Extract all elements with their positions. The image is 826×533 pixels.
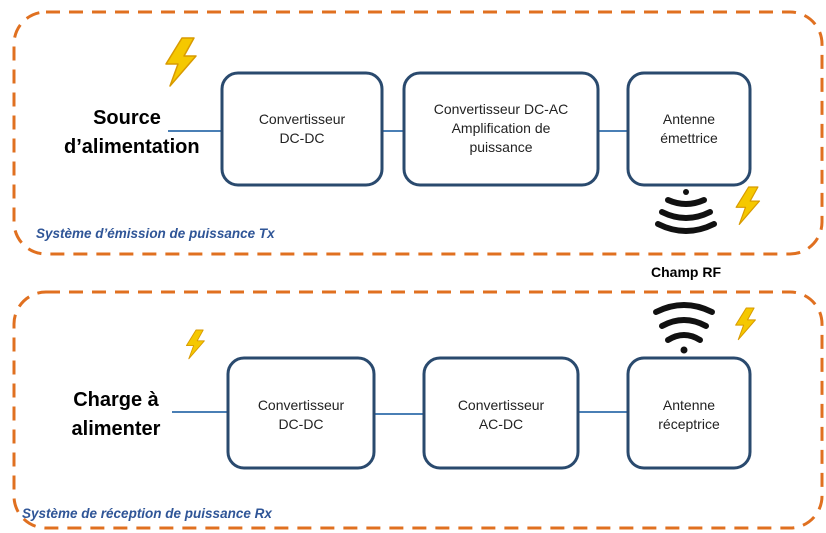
tx-system-label: Système d’émission de puissance Tx: [36, 226, 275, 241]
lightning-bolt-icon: [735, 307, 756, 341]
rx-box-antenna-label: Antenne réceptrice: [658, 397, 720, 432]
rf-field-label: Champ RF: [651, 264, 721, 280]
rx-box-ac-dc-label: Convertisseur AC-DC: [457, 397, 545, 432]
rx-box-dc-dc-label: Convertisseur DC-DC: [257, 397, 345, 432]
rx-box-antenna: [626, 356, 752, 470]
rx-system-label: Système de réception de puissance Rx: [22, 506, 272, 521]
tx-system-frame: [12, 10, 824, 256]
tx-source-label: Source d’alimentation: [64, 107, 200, 158]
tx-box-dc-ac-label: Convertisseur DC-AC Amplification de pui…: [433, 101, 569, 155]
radio-wave-icon: [653, 302, 715, 354]
rx-load-label: Charge à alimenter: [71, 389, 161, 440]
rx-system-frame: [12, 290, 824, 530]
tx-box-dc-dc-label: Convertisseur DC-DC: [258, 111, 346, 146]
tx-box-antenna-label: Antenne émettrice: [660, 111, 718, 146]
lightning-bolt-icon: [165, 37, 197, 87]
lightning-bolt-icon: [735, 186, 761, 226]
rx-box-dc-dc: [226, 356, 376, 470]
radio-wave-icon: [655, 189, 717, 234]
rx-box-ac-dc: [422, 356, 580, 470]
lightning-bolt-icon: [185, 329, 205, 360]
tx-box-dc-dc: [220, 71, 384, 187]
tx-box-dc-ac: [402, 71, 600, 187]
tx-box-antenna: [626, 71, 752, 187]
